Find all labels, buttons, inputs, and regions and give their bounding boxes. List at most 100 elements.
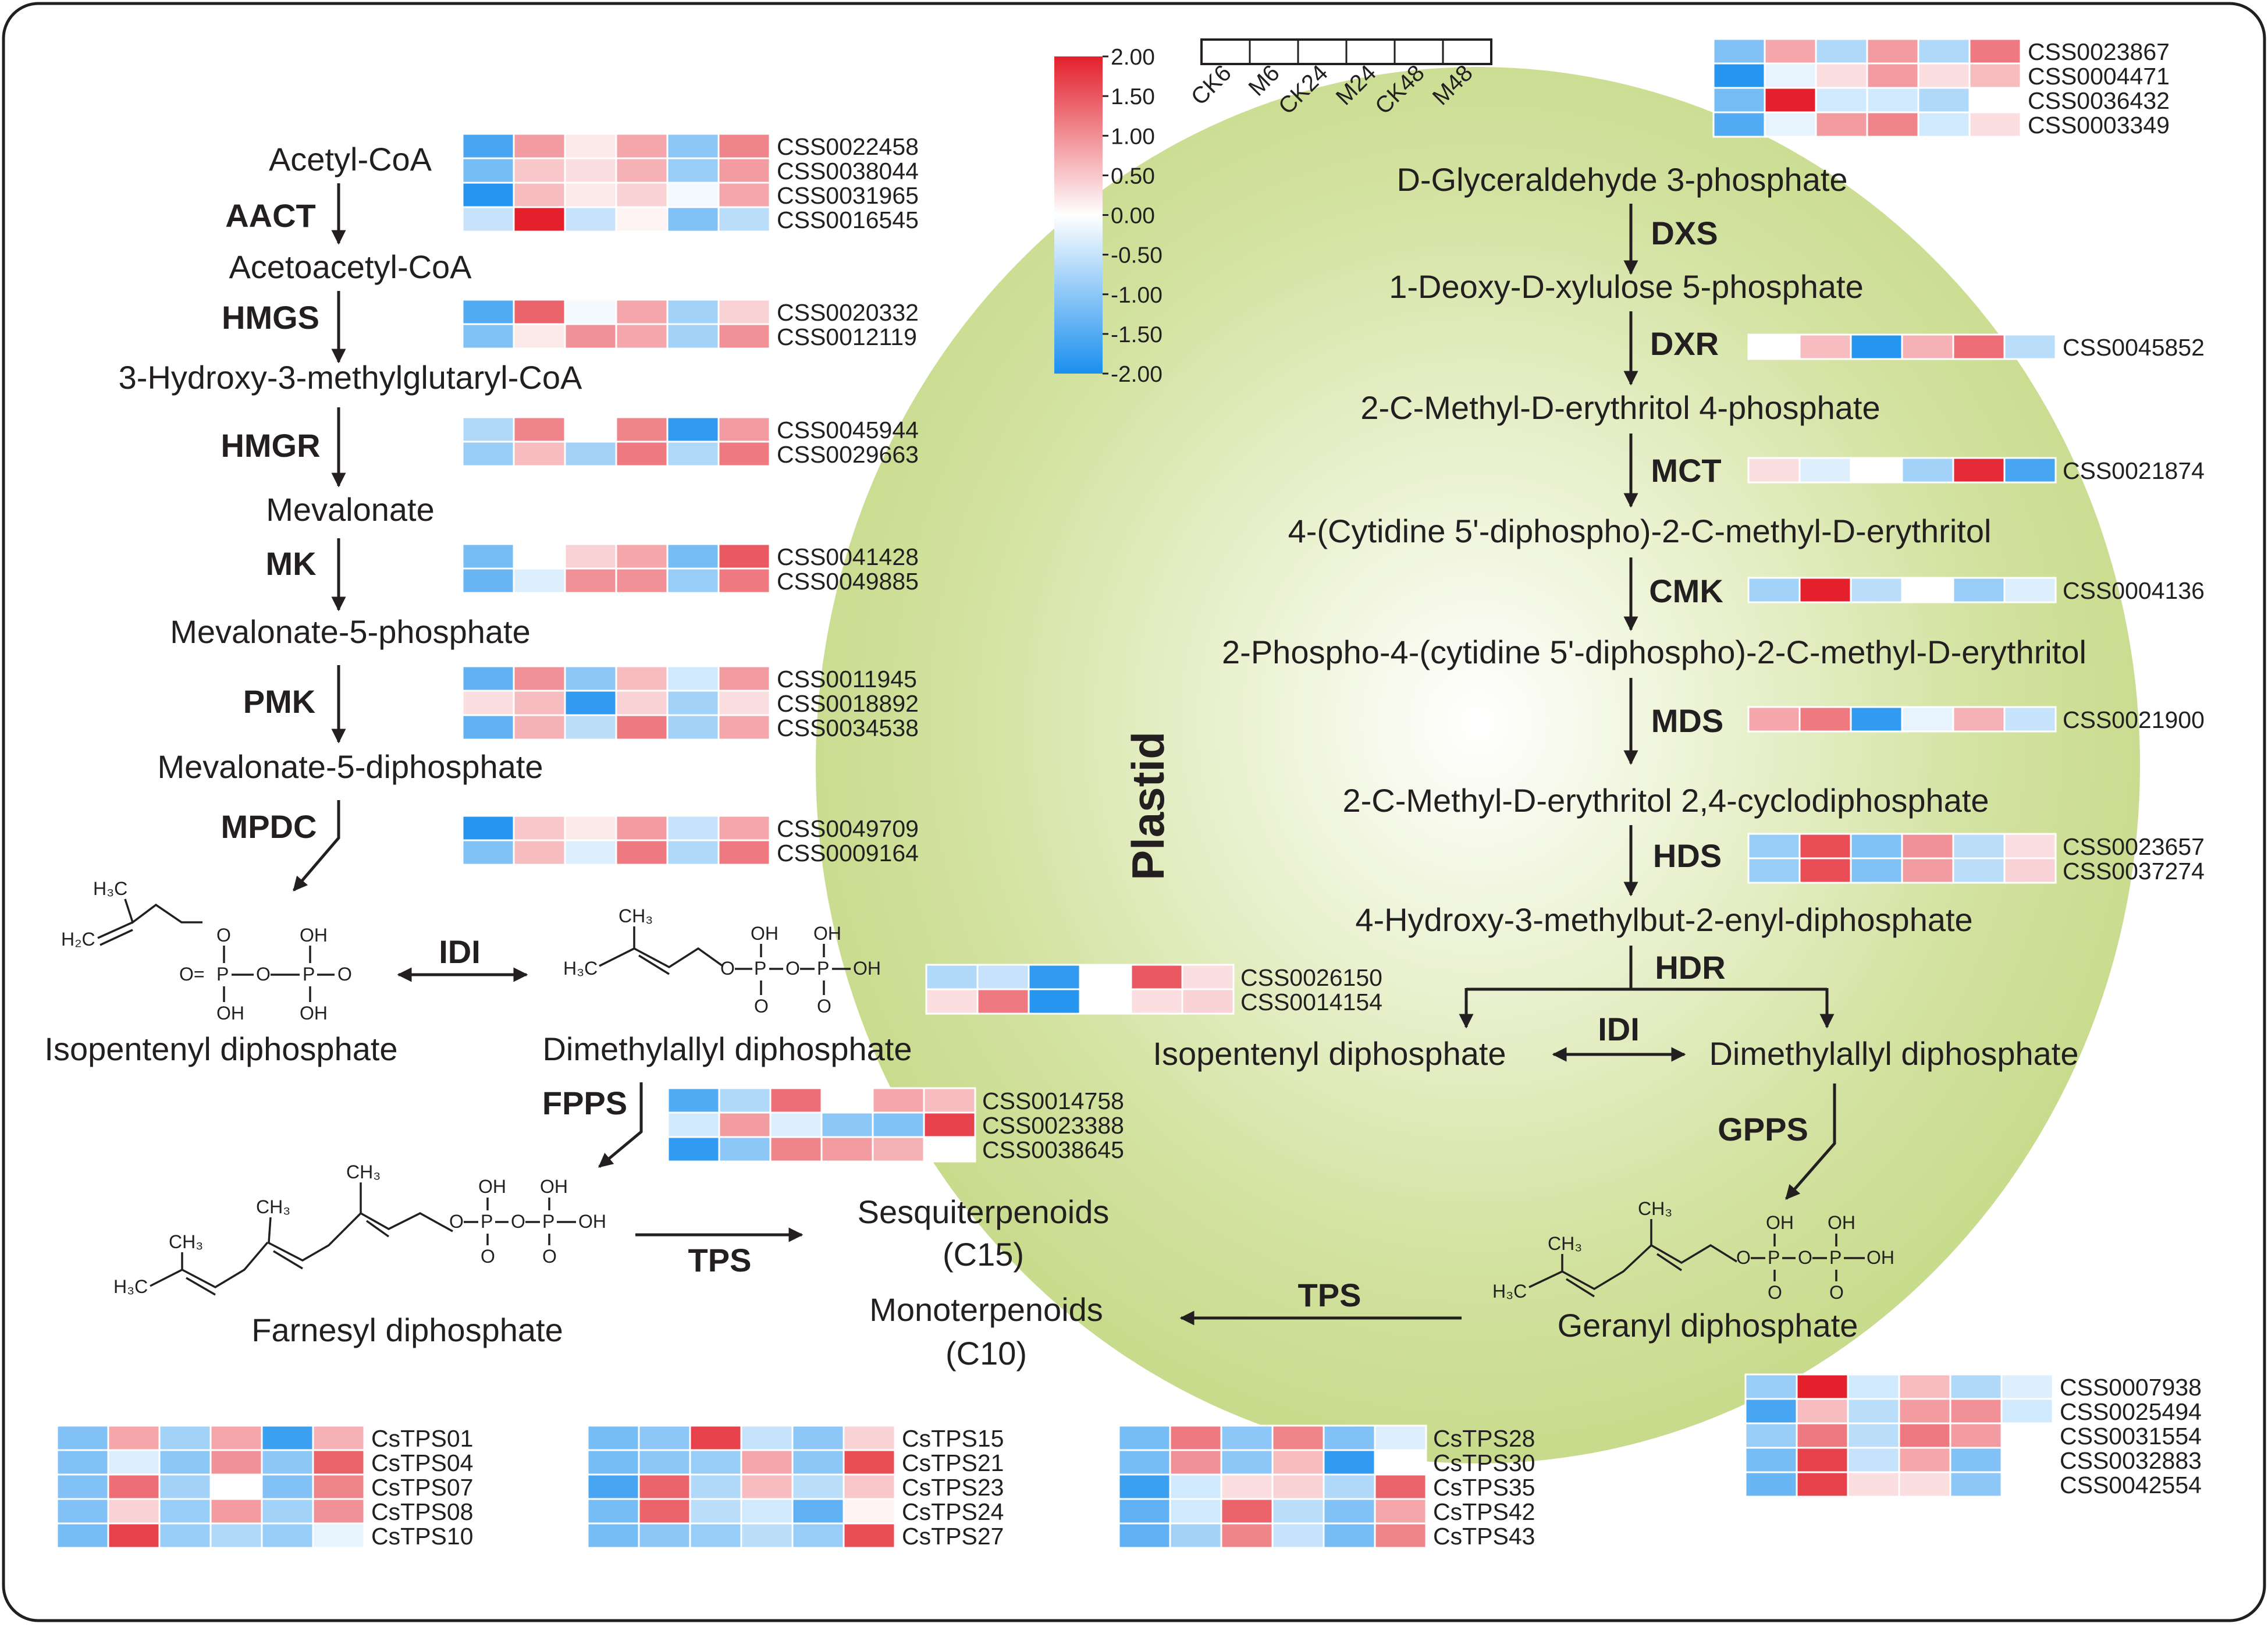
enzyme-dxs: DXS (1651, 215, 1718, 251)
gene-label: CSS0031965 (777, 182, 919, 209)
gene-label: CSS0021874 (2063, 457, 2205, 484)
heatmap-cell (461, 182, 515, 208)
svg-text:P: P (481, 1211, 493, 1232)
heatmap-cell (513, 690, 566, 716)
heatmap-cell (1028, 988, 1081, 1015)
heatmap-cell (769, 1087, 823, 1114)
heatmap-mct: CSS0021874 (1747, 457, 2205, 484)
heatmap-cell (2000, 1422, 2054, 1449)
color-scale-tick-label: -0.50 (1111, 243, 1163, 268)
heatmap-cell (1968, 62, 2022, 89)
svg-text:OH: OH (540, 1176, 568, 1197)
heatmap-cell (1747, 333, 1801, 360)
heatmap-cell (461, 567, 515, 594)
heatmap-cell (872, 1087, 925, 1114)
heatmap-cell (1747, 833, 1801, 859)
heatmap-cell (1118, 1449, 1171, 1476)
svg-text:H₃C: H₃C (563, 958, 598, 979)
heatmap-cell (1796, 1422, 1849, 1449)
heatmap-cell (586, 1424, 640, 1451)
heatmap-cell (1917, 111, 1971, 138)
enzyme-gpps: GPPS (1718, 1111, 1808, 1148)
heatmap-cell (615, 299, 669, 325)
heatmap-cell (461, 206, 515, 233)
svg-text:P: P (1829, 1247, 1842, 1268)
heatmap-dxr: CSS0045852 (1747, 333, 2205, 361)
svg-text:O: O (511, 1211, 525, 1232)
heatmap-cell (209, 1473, 263, 1500)
heatmap-cell (615, 714, 669, 741)
heatmap-cell (461, 133, 515, 159)
svg-text:O: O (785, 958, 800, 979)
gene-label: CSS0045852 (2063, 334, 2205, 361)
heatmap-cell (923, 1087, 976, 1114)
heatmap-cell (1952, 333, 2006, 360)
heatmap-cell (1271, 1473, 1325, 1500)
heatmap-cell (513, 182, 566, 208)
metabolite-geranyl-diphosphate: Geranyl diphosphate (1558, 1307, 1858, 1344)
heatmap-cell (1130, 964, 1183, 990)
metabolite-cdp-me: 4-(Cytidine 5'-diphospho)-2-C-methyl-D-e… (1288, 513, 1992, 549)
heatmap-cell (1850, 857, 1903, 884)
svg-text:P: P (817, 958, 829, 979)
heatmap-cell (667, 1087, 720, 1114)
heatmap-cell (312, 1522, 365, 1549)
gene-label: CSS0038645 (982, 1136, 1124, 1163)
heatmap-cell (615, 206, 669, 233)
heatmap-cell (666, 839, 720, 866)
heatmap-cell (1374, 1522, 1427, 1549)
color-scale: 2.001.501.000.500.00-0.50-1.00-1.50-2.00 (1054, 45, 1163, 387)
gene-label: CSS0018892 (777, 690, 919, 717)
color-scale-tick-label: 1.00 (1111, 124, 1155, 149)
gene-label: CsTPS28 (1433, 1425, 1535, 1452)
heatmap-cell (461, 441, 515, 467)
gene-label: CSS0011945 (777, 666, 917, 692)
heatmap-cell (717, 714, 771, 741)
gene-label: CSS0034538 (777, 715, 919, 741)
heatmap-cell (1079, 988, 1132, 1015)
gene-label: CSS0022458 (777, 133, 919, 160)
enzyme-aact: AACT (225, 197, 316, 234)
heatmap-cell (2000, 1471, 2054, 1498)
gene-label: CSS0004136 (2063, 577, 2205, 604)
color-scale-tick-label: 2.00 (1111, 45, 1155, 70)
structure-geranyl-diphosphate: CH₃ CH₃ H₃C O P O P OH OH OH O O (1492, 1198, 1894, 1303)
gene-label: CSS0007938 (2060, 1374, 2202, 1401)
heatmap-cell (261, 1522, 314, 1549)
heatmap-cell (1796, 1471, 1849, 1498)
heatmap-cell (1764, 111, 1817, 138)
heatmap-cell (1130, 988, 1183, 1015)
metabolite-glyceraldehyde-3-phosphate: D-Glyceraldehyde 3-phosphate (1396, 161, 1847, 198)
svg-text:O: O (542, 1246, 557, 1267)
heatmap-cell (1798, 833, 1852, 859)
svg-text:H₃C: H₃C (113, 1276, 148, 1297)
heatmap-cell (1220, 1473, 1274, 1500)
heatmap-cell (209, 1424, 263, 1451)
heatmap-cell (717, 665, 771, 692)
heatmap-cell (717, 182, 771, 208)
heatmap-cell (615, 839, 669, 866)
heatmap-cell (717, 815, 771, 841)
heatmap-cell (1798, 857, 1852, 884)
plastid-compartment (816, 67, 2140, 1463)
svg-text:O: O (1798, 1247, 1812, 1268)
gene-label: CSS0003349 (2028, 112, 2170, 138)
heatmap-cell (1169, 1498, 1222, 1525)
heatmap-cell (689, 1522, 742, 1549)
gene-label: CsTPS15 (902, 1425, 1004, 1452)
heatmap-cell (1712, 62, 1766, 89)
structure-isopentenyl-diphosphate: H₃C H₂C O O= P O P O OH OH OH (61, 878, 352, 1024)
heatmap-cell (717, 543, 771, 570)
heatmap-cell (1847, 1422, 1900, 1449)
heatmap-cell (1271, 1522, 1325, 1549)
gene-label: CSS0014154 (1240, 989, 1382, 1015)
heatmap-cell (666, 299, 720, 325)
heatmap-cell (666, 416, 720, 443)
structure-farnesyl-diphosphate: CH₃ H₃C CH₃ CH₃ O P O P OH OH OH O O (113, 1161, 606, 1297)
enzyme-cmk: CMK (1649, 573, 1723, 609)
